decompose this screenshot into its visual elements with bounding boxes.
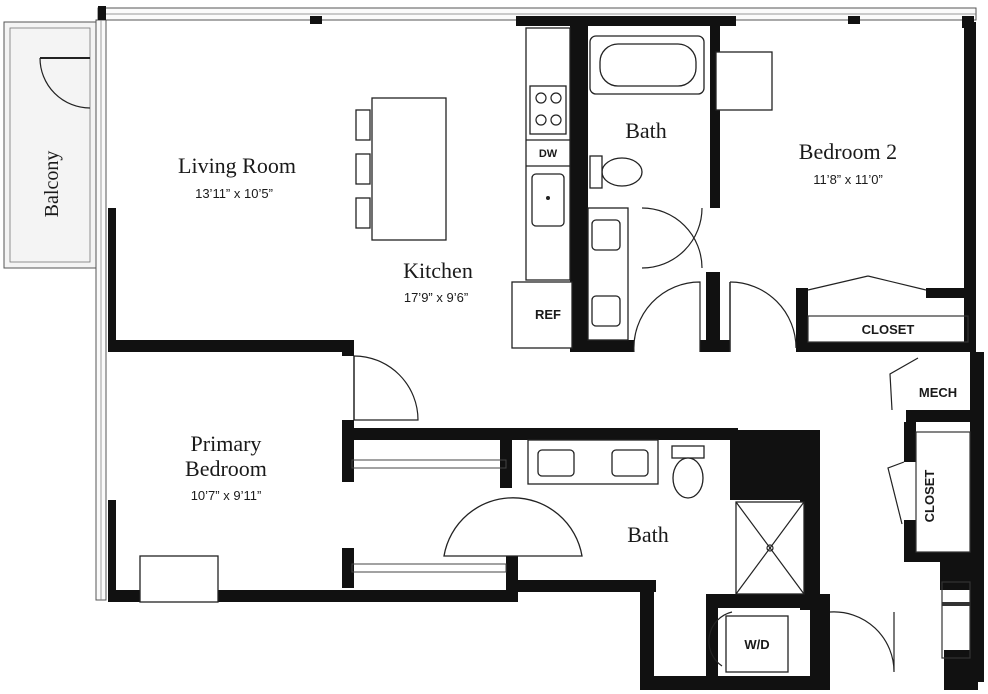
room-label-bath-lower: Bath [627,522,669,547]
room-label-bath-upper: Bath [625,118,667,143]
upper-bath-fixtures [587,35,705,341]
fixture-label-ref: REF [535,307,561,322]
partitions [351,275,971,659]
room-dims-living-room: 13’11” x 10’5” [195,186,273,201]
room-label-primary-bedroom-line2: Bedroom [185,456,267,481]
walls [98,6,984,690]
room-label-balcony: Balcony [41,151,63,218]
room-dims-kitchen: 17’9” x 9’6” [404,290,468,305]
kitchen-counter [511,27,573,349]
room-label-kitchen: Kitchen [403,258,473,283]
primary-bedroom-fixture [139,555,219,603]
room-dims-bedroom-2: 11’8” x 11’0” [813,172,883,187]
door-swings [353,207,919,673]
room-label-living-room: Living Room [178,153,296,178]
fixture-label-closet-hall: CLOSET [922,470,937,523]
bedroom-2-fixture [715,51,773,111]
lower-bath-fixtures [527,439,805,595]
balcony-area [3,21,97,269]
fixture-label-dw: DW [539,148,558,160]
room-dims-primary-bedroom: 10’7” x 9’11” [191,488,262,503]
fixture-label-closet-bedroom-2: CLOSET [862,322,915,337]
fixture-label-mech: MECH [919,385,957,400]
kitchen-island [355,97,447,241]
room-label-primary-bedroom-line1: Primary [191,431,262,456]
room-label-bedroom-2: Bedroom 2 [799,139,897,164]
washer-dryer-box [725,615,789,673]
fixture-label-wd: W/D [744,637,769,652]
